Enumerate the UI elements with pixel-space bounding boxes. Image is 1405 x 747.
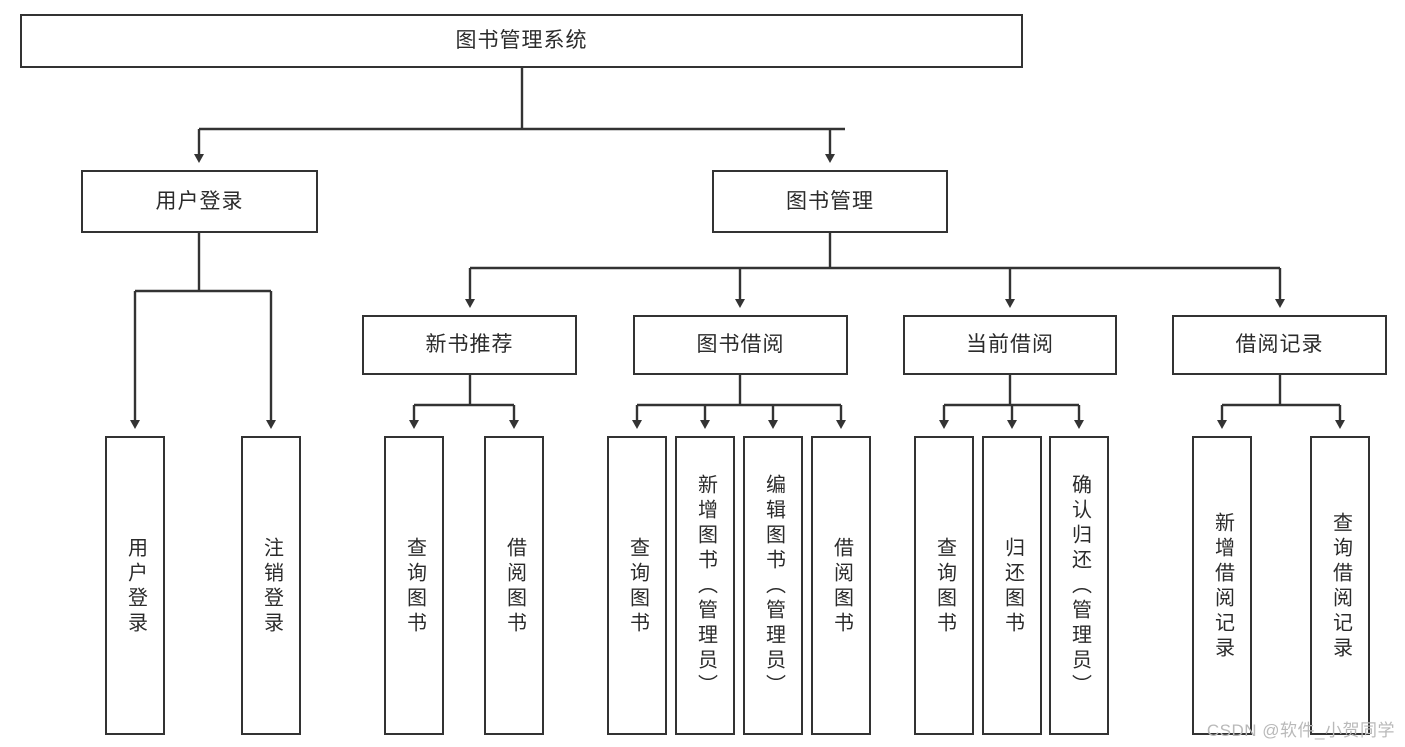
node-leaf-query-book-1[interactable]: 查询图书 (384, 436, 444, 735)
node-leaf-edit-book[interactable]: 编辑图书（管理员） (743, 436, 803, 735)
node-label: 图书管理 (786, 189, 874, 213)
node-leaf-logout-login[interactable]: 注销登录 (241, 436, 301, 735)
node-label: 查询图书 (626, 536, 649, 637)
node-label: 新增图书（管理员） (694, 474, 717, 699)
node-label: 图书管理系统 (455, 29, 588, 53)
node-book-management[interactable]: 图书管理 (712, 170, 948, 233)
node-label: 编辑图书（管理员） (762, 474, 785, 699)
node-leaf-borrow-book-2[interactable]: 借阅图书 (811, 436, 871, 735)
node-label: 查询借阅记录 (1329, 511, 1352, 662)
node-leaf-user-login[interactable]: 用户登录 (105, 436, 165, 735)
node-label: 查询图书 (403, 536, 426, 637)
node-borrow-record[interactable]: 借阅记录 (1172, 315, 1387, 375)
node-current-borrow[interactable]: 当前借阅 (903, 315, 1117, 375)
node-leaf-query-book-2[interactable]: 查询图书 (607, 436, 667, 735)
node-user-login[interactable]: 用户登录 (81, 170, 318, 233)
node-label: 图书借阅 (696, 333, 785, 357)
node-label: 确认归还（管理员） (1068, 474, 1091, 699)
node-leaf-borrow-book-1[interactable]: 借阅图书 (484, 436, 544, 735)
node-leaf-add-book[interactable]: 新增图书（管理员） (675, 436, 735, 735)
node-label: 新书推荐 (425, 333, 514, 357)
node-root-system[interactable]: 图书管理系统 (20, 14, 1023, 68)
node-label: 借阅记录 (1235, 333, 1324, 357)
node-leaf-query-book-3[interactable]: 查询图书 (914, 436, 974, 735)
node-leaf-confirm-return[interactable]: 确认归还（管理员） (1049, 436, 1109, 735)
node-label: 注销登录 (260, 536, 283, 637)
node-label: 用户登录 (124, 536, 147, 637)
node-book-borrow[interactable]: 图书借阅 (633, 315, 848, 375)
node-label: 查询图书 (933, 536, 956, 637)
node-label: 当前借阅 (966, 333, 1054, 357)
node-label: 归还图书 (1001, 536, 1024, 637)
node-leaf-query-record[interactable]: 查询借阅记录 (1310, 436, 1370, 735)
node-new-book-recommend[interactable]: 新书推荐 (362, 315, 577, 375)
node-label: 借阅图书 (830, 536, 853, 637)
node-label: 借阅图书 (503, 536, 526, 637)
node-leaf-return-book[interactable]: 归还图书 (982, 436, 1042, 735)
node-label: 新增借阅记录 (1211, 511, 1234, 662)
csdn-watermark: CSDN @软件_小贺同学 (1206, 721, 1395, 740)
node-leaf-add-record[interactable]: 新增借阅记录 (1192, 436, 1252, 735)
node-label: 用户登录 (155, 189, 244, 213)
